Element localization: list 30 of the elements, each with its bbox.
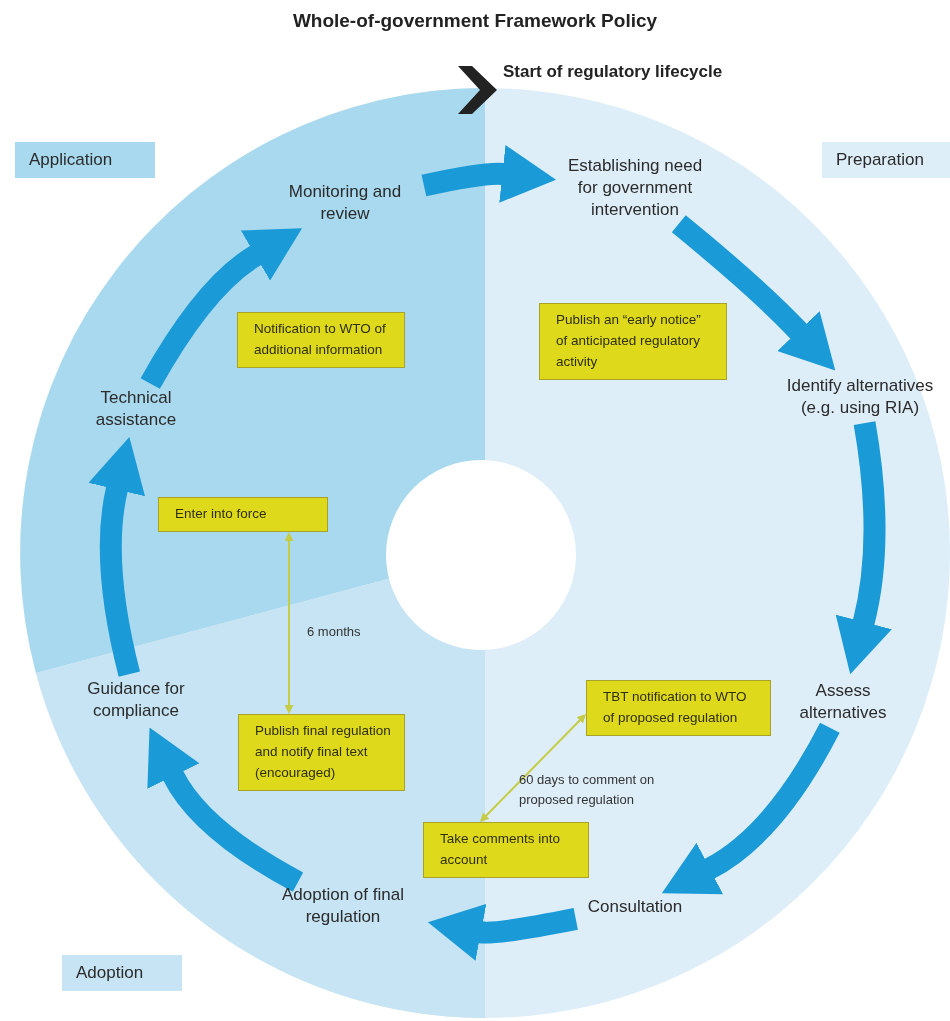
phase-box: Adoption — [62, 955, 182, 991]
stage-text: Consultation — [568, 896, 702, 919]
stage-text: Technical assistance — [71, 387, 201, 432]
stage-text: Monitoring and review — [270, 181, 420, 226]
cycle-arrow — [671, 215, 836, 371]
cycle-arrow — [427, 903, 578, 962]
cycle-arrow — [662, 722, 840, 896]
note-box: Enter into force — [158, 497, 328, 532]
cycle-arrow — [88, 436, 146, 677]
note-box: Publish an “early notice” of anticipated regulatory activity — [539, 303, 727, 380]
phase-box: Application — [15, 142, 155, 178]
stage-text: Guidance for compliance — [66, 678, 206, 723]
diagram-title: Whole-of-government Framework Policy — [291, 10, 659, 32]
stage-text: Establishing need for government intervention — [562, 155, 708, 222]
edge-label: 6 months — [307, 623, 362, 641]
note-box: Notification to WTO of additional information — [237, 312, 405, 368]
double-arrow — [480, 714, 586, 822]
cycle-arrow — [147, 728, 304, 892]
note-box: TBT notification to WTO of proposed regulation — [586, 680, 771, 736]
note-box: Take comments into account — [423, 822, 589, 878]
phase-box: Preparation — [822, 142, 950, 178]
stage-text: Assess alternatives — [780, 680, 906, 725]
edge-label: 60 days to comment on proposed regulation — [519, 771, 656, 809]
cycle-arrow — [140, 226, 301, 389]
double-arrow — [284, 531, 294, 714]
cycle-arrow — [835, 421, 892, 675]
stage-text: Identify alternatives (e.g. using RIA) — [782, 375, 938, 420]
start-label: Start of regulatory lifecycle — [503, 62, 724, 82]
stage-text: Adoption of final regulation — [264, 884, 422, 929]
note-box: Publish final regulation and notify final text (encouraged) — [238, 714, 405, 791]
